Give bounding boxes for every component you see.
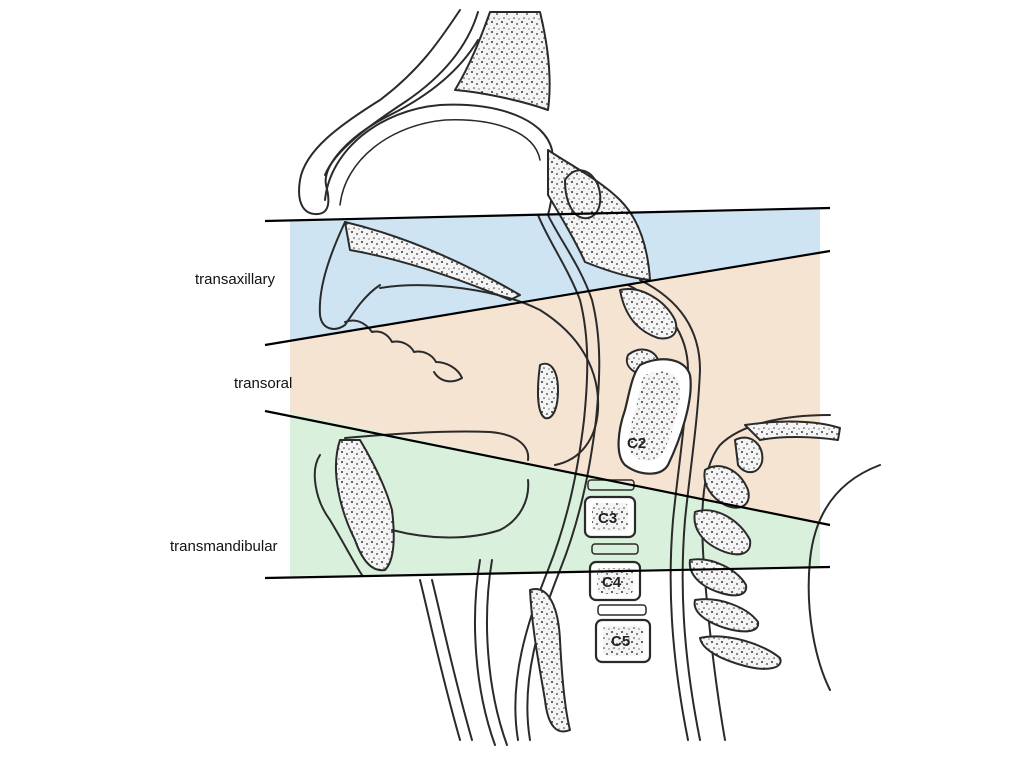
transaxillary-band (290, 209, 820, 342)
disc-c4-c5 (597, 604, 647, 616)
mandible (334, 439, 395, 572)
transaxillary-lower-line (264, 249, 831, 347)
label-c4: C4 (602, 574, 622, 591)
spinous-process-c5 (693, 598, 760, 633)
tongue (379, 284, 600, 466)
spinal-canal-front (639, 279, 701, 741)
upper-teeth (344, 319, 463, 383)
sphenoid-sinus (564, 169, 602, 220)
occipital-bone (744, 420, 841, 441)
label-c5: C5 (611, 633, 630, 650)
transmandibular-lower-line (264, 565, 831, 580)
spinous-process-c6 (699, 635, 782, 670)
spinal-canal-back (627, 284, 689, 741)
vertebra-c4-marrow (597, 568, 633, 594)
disc-c3-c4 (591, 543, 639, 555)
anterior-neck-inner (431, 579, 473, 741)
frontal-bone (454, 11, 551, 111)
mandible-upper-edge (344, 430, 530, 461)
spinous-process-c2 (703, 465, 750, 509)
spinous-process-c3 (693, 509, 752, 556)
thyroid-cartilage (529, 588, 571, 733)
transmandibular-upper-line (264, 409, 831, 527)
anterior-neck (419, 579, 461, 741)
vertebra-c3-marrow (592, 503, 628, 531)
label-c2: C2 (627, 435, 646, 452)
skull-outer-contour (298, 9, 479, 216)
spinous-process-c4 (688, 558, 748, 597)
upper-lip (318, 221, 381, 330)
label-c3: C3 (598, 510, 617, 527)
lower-lip (313, 454, 363, 576)
hyoid-bone (536, 362, 559, 420)
nasal-cavity-inner (339, 119, 541, 206)
skull-inner-contour (324, 11, 479, 176)
label-transaxillary: transaxillary (195, 271, 276, 288)
odontoid-process (619, 288, 678, 340)
transaxillary-upper-line (264, 206, 831, 223)
mandible-floor (391, 479, 530, 539)
vertebra-c2-marrow (629, 371, 681, 462)
occipital-tubercle (734, 436, 764, 474)
trachea-front (474, 559, 496, 746)
label-transmandibular: transmandibular (170, 538, 278, 555)
trachea-back (486, 559, 508, 746)
posterior-neck-skin-outer (807, 464, 881, 691)
label-transoral: transoral (234, 375, 292, 392)
pharynx-wall-back (514, 214, 589, 741)
vertebra-c5-marrow (603, 626, 643, 656)
hard-palate (344, 221, 521, 301)
